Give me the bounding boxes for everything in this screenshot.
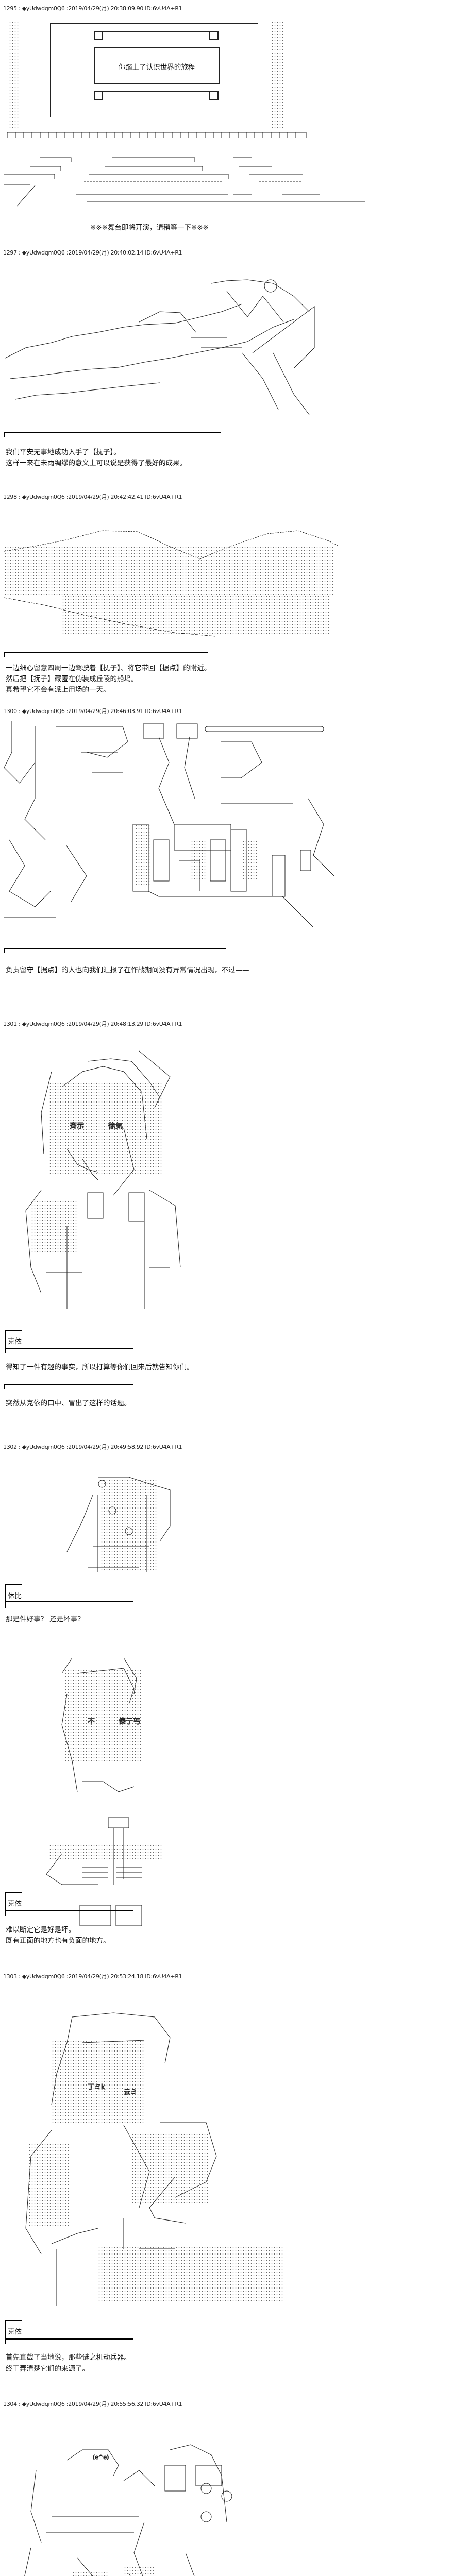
hills-outline-art [4, 530, 340, 560]
speaker-box-kei: 克依 [5, 1330, 133, 1353]
section-divider [4, 1384, 133, 1389]
section-divider [4, 432, 221, 437]
post-header-1295: 1295 : ◆yUdwdqm0Q6 :2019/04/29(月) 20:38:… [3, 5, 182, 12]
narration-line: 负责留守【据点】的人也向我们汇报了在作战期间没有异常情况出现，不过—— [6, 966, 249, 974]
speaker-name: 休比 [8, 1592, 22, 1600]
title-card-corner-br [209, 91, 219, 100]
title-card-corner-bl [94, 91, 103, 100]
girl-thinking-legs-art [82, 1867, 142, 1878]
speaker-name: 克依 [8, 1337, 22, 1346]
mecha-armor-art [124, 2566, 155, 2576]
girl-hair-art [49, 1082, 162, 1175]
narration-line: 然后把【抚子】藏匿在伪装成丘陵的船坞。 [6, 675, 138, 683]
post-header-1301: 1301 : ◆yUdwdqm0Q6 :2019/04/29(月) 20:48:… [3, 1021, 182, 1027]
base-shelf-art [191, 840, 206, 881]
hills-slope-line-art [4, 597, 216, 637]
title-card-bar-top [94, 31, 217, 32]
girl-thinking-hair-art [64, 1669, 142, 1762]
title-card-outer-frame [50, 23, 258, 117]
mecha-robots-art: (e^e) [24, 2444, 232, 2576]
dialogue-line: 终于弄清楚它们的来源了。 [6, 2365, 89, 2373]
narration-line: 这样一来在未雨绸缪的意义上可以说是获得了最好的成果。 [6, 459, 187, 467]
title-card-inner-frame [94, 47, 220, 84]
title-card-bar-bottom [94, 91, 217, 92]
hills-field-art [4, 546, 334, 595]
dialogue-line: 既有正面的地方也有负面的地方。 [6, 1937, 110, 1945]
girl-thinking-skirt-art [49, 1844, 162, 1860]
narration-line: 一边细心留意四周一边驾驶着【抚子】、将它带回【据点】的附近。 [6, 664, 211, 672]
girl-reading-hair-art [52, 2040, 144, 2123]
stage-edge-art [7, 132, 307, 138]
speaker-name: 克依 [8, 2328, 22, 2336]
rails-art [4, 157, 365, 207]
base-interior-art [4, 721, 334, 928]
dialogue-line: 那是件好事？ 还是坏事？ [6, 1615, 85, 1623]
svg-text:(e^e): (e^e) [93, 2454, 109, 2461]
title-card-corner-tr [209, 31, 219, 40]
narration-line: 我们平安无事地成功入手了【抚子】。 [6, 448, 121, 456]
right-pillar-art [271, 21, 283, 129]
title-card-corner-tl [94, 31, 103, 40]
base-shelf-art [242, 840, 258, 881]
book-pages-art [131, 2133, 209, 2205]
narration-line: 真希望它不会有派上用场的一天。 [6, 686, 110, 694]
dialogue-line: 得知了一件有趣的事实，所以打算等你们回来后就告知你们。 [6, 1363, 194, 1371]
post-header-1297: 1297 : ◆yUdwdqm0Q6 :2019/04/29(月) 20:40:… [3, 249, 182, 256]
dialogue-line: 难以断定它是好是坏。 [6, 1926, 75, 1934]
section-divider [4, 652, 208, 657]
speaker-box-kei: 克依 [5, 2320, 133, 2344]
mecha-armor-art [72, 2571, 108, 2576]
speaker-box-kei: 克依 [5, 1892, 133, 1916]
post-header-1302: 1302 : ◆yUdwdqm0Q6 :2019/04/29(月) 20:49:… [3, 1444, 182, 1450]
post-header-1300: 1300 : ◆yUdwdqm0Q6 :2019/04/29(月) 20:46:… [3, 708, 182, 715]
stage-notice: ※※※舞台即将开演，请稍等一下※※※ [90, 224, 209, 232]
girl-sleeve-art [31, 1200, 77, 1252]
mech-ship-art [5, 279, 315, 415]
speaker-box-hubi: 休比 [5, 1584, 133, 1608]
title-card-text: 你踏上了认识世界的旅程 [118, 63, 195, 72]
left-pillar-art [9, 21, 20, 129]
base-shelf-art [135, 824, 150, 886]
post-header-1304: 1304 : ◆yUdwdqm0Q6 :2019/04/29(月) 20:55:… [3, 2401, 182, 2408]
girl-reading-sleeve-art [28, 2143, 70, 2226]
post-header-1298: 1298 : ◆yUdwdqm0Q6 :2019/04/29(月) 20:42:… [3, 494, 182, 500]
girl-reading-skirt-art [98, 2246, 283, 2303]
section-divider [4, 948, 226, 953]
post-header-1303: 1303 : ◆yUdwdqm0Q6 :2019/04/29(月) 20:53:… [3, 1973, 182, 1980]
narration-line: 突然从克依的口中、冒出了这样的话题。 [6, 1399, 131, 1408]
dialogue-line: 首先直截了当地说，那些谜之机动兵器。 [6, 2353, 131, 2362]
speaker-name: 克依 [8, 1900, 22, 1908]
small-girl-fill-art [100, 1479, 157, 1571]
hills-slope-art [62, 595, 330, 636]
